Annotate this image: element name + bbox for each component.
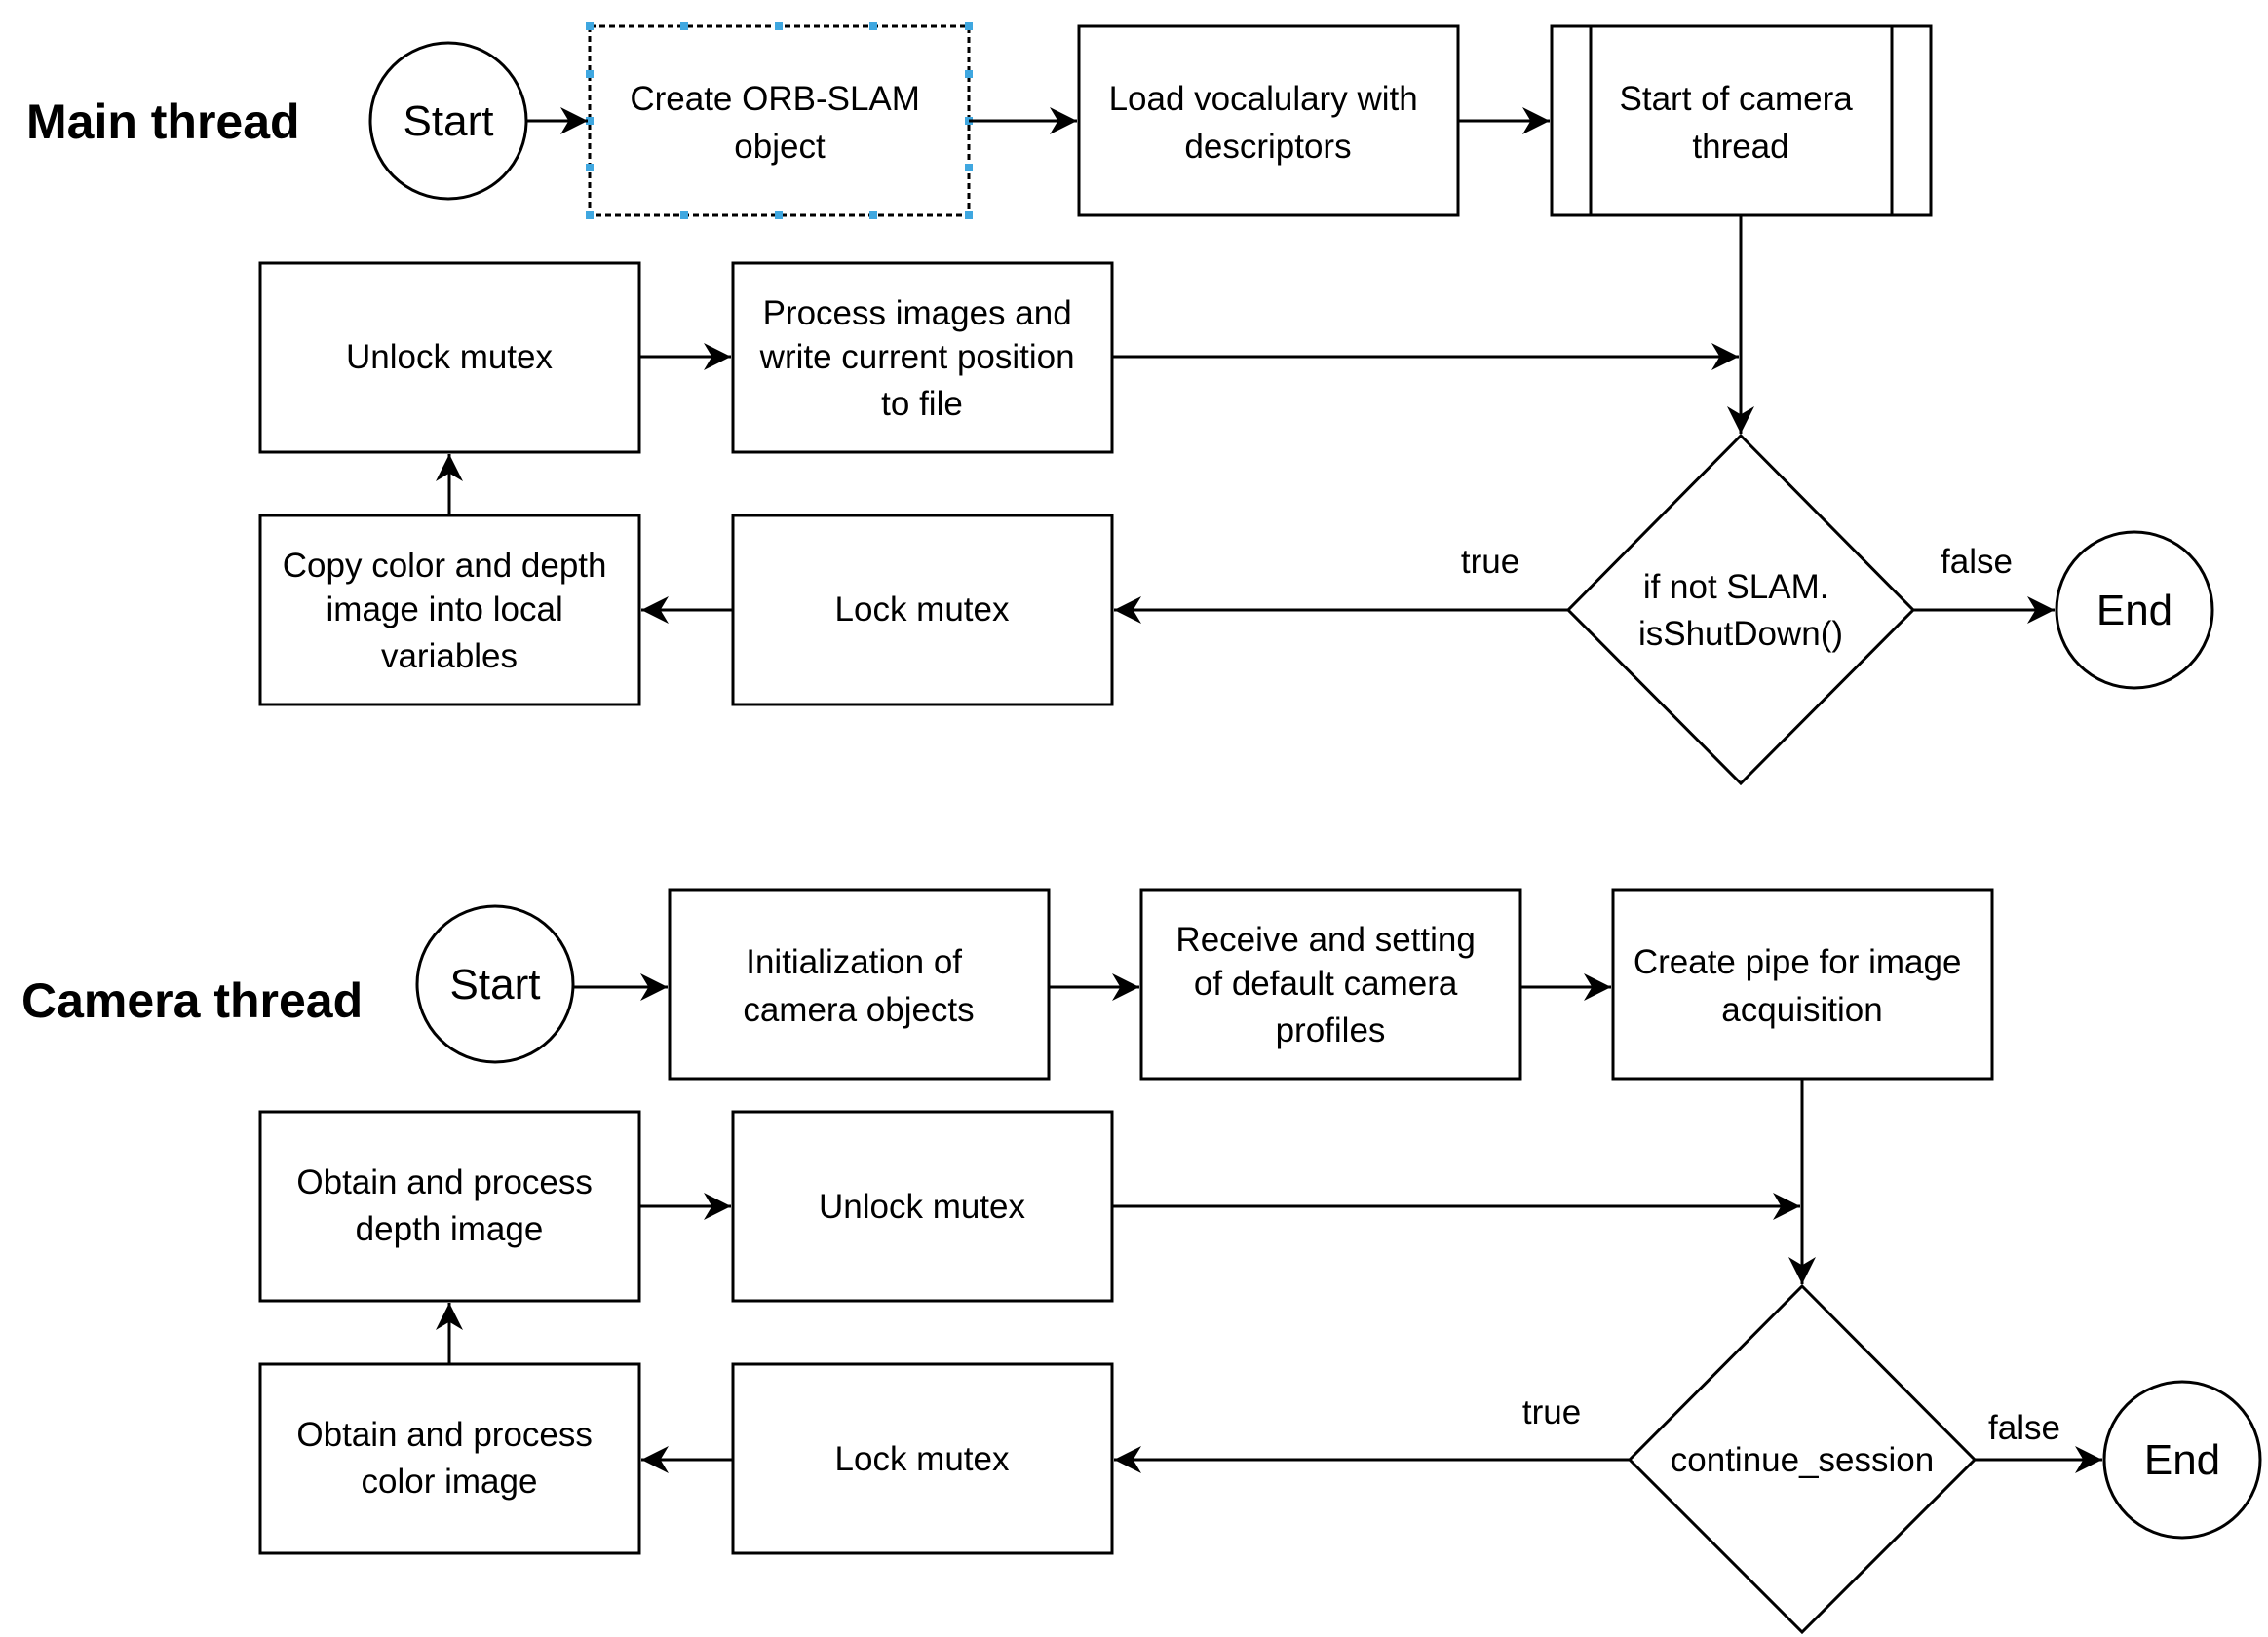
main-create-orbslam-node[interactable]: Create ORB-SLAM object (586, 22, 973, 219)
main-copy-images-node (258, 514, 641, 706)
camera-false-label: false (1988, 1409, 2060, 1447)
camera-end-label: End (2144, 1436, 2220, 1484)
camera-color-image-node (258, 1362, 641, 1555)
camera-unlock-mutex-node (731, 1110, 1114, 1303)
main-camera-thread-subprocess-label: Start of camera thread (1620, 80, 1863, 166)
camera-color-image-label: Obtain and process color image (296, 1416, 601, 1501)
camera-end-node (2102, 1380, 2262, 1540)
camera-depth-image-node (258, 1110, 641, 1303)
camera-create-pipe-node (1611, 888, 1994, 1081)
camera-start-node (415, 904, 575, 1064)
main-load-vocabulary-node (1077, 24, 1460, 217)
main-true-label: true (1461, 543, 1519, 581)
selection-handles (586, 22, 973, 219)
main-unlock-mutex-node (258, 261, 641, 454)
main-process-images-node (731, 261, 1114, 454)
main-camera-thread-subprocess-node (1550, 24, 1933, 217)
camera-thread-title: Camera thread (21, 973, 363, 1028)
camera-receive-profiles-label: Receive and setting of default camera pr… (1175, 921, 1484, 1049)
main-end-label: End (2096, 587, 2172, 634)
camera-continue-decision (1627, 1283, 1978, 1635)
main-load-vocabulary-label: Load vocalulary with descriptors (1109, 80, 1428, 166)
main-lock-mutex-node (731, 514, 1114, 706)
main-process-images-label: Process images and write current positio… (759, 294, 1085, 423)
main-create-orbslam-label: Create ORB-SLAM object (630, 80, 929, 166)
main-connectors (436, 107, 2055, 624)
camera-init-node (668, 888, 1051, 1081)
main-shutdown-decision-label: if not SLAM. isShutDown() (1638, 568, 1843, 653)
camera-start-label: Start (450, 961, 541, 1009)
main-copy-images-label: Copy color and depth image into local va… (283, 547, 616, 675)
camera-unlock-mutex-label: Unlock mutex (819, 1188, 1026, 1226)
main-end-node (2055, 530, 2214, 690)
main-false-label: false (1941, 543, 2013, 581)
camera-depth-image-label: Obtain and process depth image (296, 1163, 601, 1248)
camera-lock-mutex-label: Lock mutex (835, 1440, 1010, 1478)
camera-connectors (436, 973, 2102, 1473)
main-thread-title: Main thread (26, 95, 300, 149)
camera-true-label: true (1522, 1393, 1581, 1431)
camera-receive-profiles-node (1139, 888, 1522, 1081)
camera-continue-decision-label: continue_session (1671, 1441, 1934, 1479)
main-lock-mutex-label: Lock mutex (835, 590, 1010, 628)
main-shutdown-decision (1565, 433, 1916, 786)
camera-create-pipe-label: Create pipe for image acquisition (1634, 943, 1971, 1029)
camera-lock-mutex-node (731, 1362, 1114, 1555)
main-start-label: Start (404, 97, 494, 145)
main-unlock-mutex-label: Unlock mutex (346, 338, 554, 376)
camera-init-label: Initialization of camera objects (743, 943, 974, 1029)
